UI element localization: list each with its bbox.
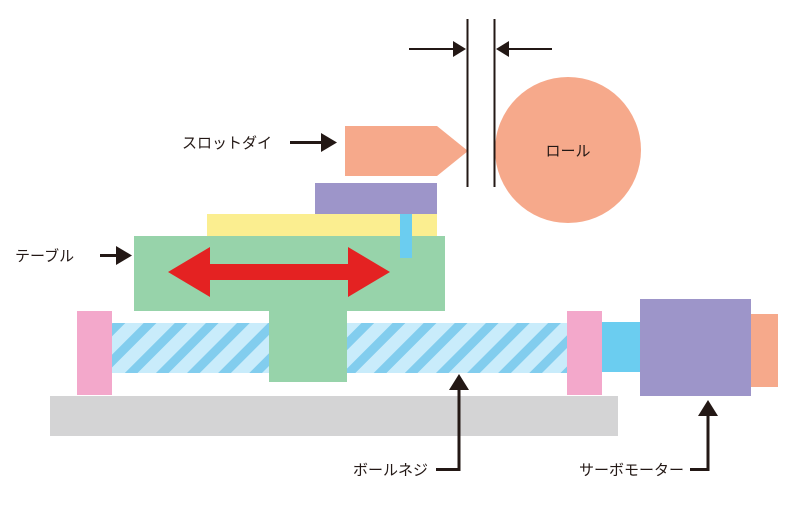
servo-motor-label: サーボモーター xyxy=(579,461,684,479)
ball-screw-label: ボールネジ xyxy=(353,461,428,479)
die-holder xyxy=(315,183,437,214)
coating-supply-block xyxy=(400,214,412,258)
substrate xyxy=(207,214,437,236)
servo-motor-shaft xyxy=(751,314,778,387)
left-bearing-block xyxy=(77,311,112,395)
servo-motor-leader xyxy=(690,414,710,471)
roll-label: ロール xyxy=(545,142,590,160)
gap-arrow-left-head xyxy=(453,41,466,57)
table-label: テーブル xyxy=(15,247,74,265)
gap-arrow-right-head xyxy=(496,41,509,57)
slot-die-label: スロットダイ xyxy=(182,134,272,152)
table-nut-block xyxy=(269,308,347,382)
motor-coupling xyxy=(602,322,644,372)
right-bearing-block xyxy=(567,311,602,395)
slot-die xyxy=(345,126,468,176)
ball-screw-leader xyxy=(436,388,461,471)
servo-motor-body xyxy=(640,299,751,396)
ball-screw-pointer-head xyxy=(449,374,469,390)
table-pointer-head xyxy=(116,246,132,265)
slot-die-pointer-head xyxy=(321,133,337,152)
servo-motor-pointer-head xyxy=(698,400,718,416)
base-plate xyxy=(50,396,618,436)
roll xyxy=(495,77,641,223)
table-motion-arrow xyxy=(168,247,390,297)
